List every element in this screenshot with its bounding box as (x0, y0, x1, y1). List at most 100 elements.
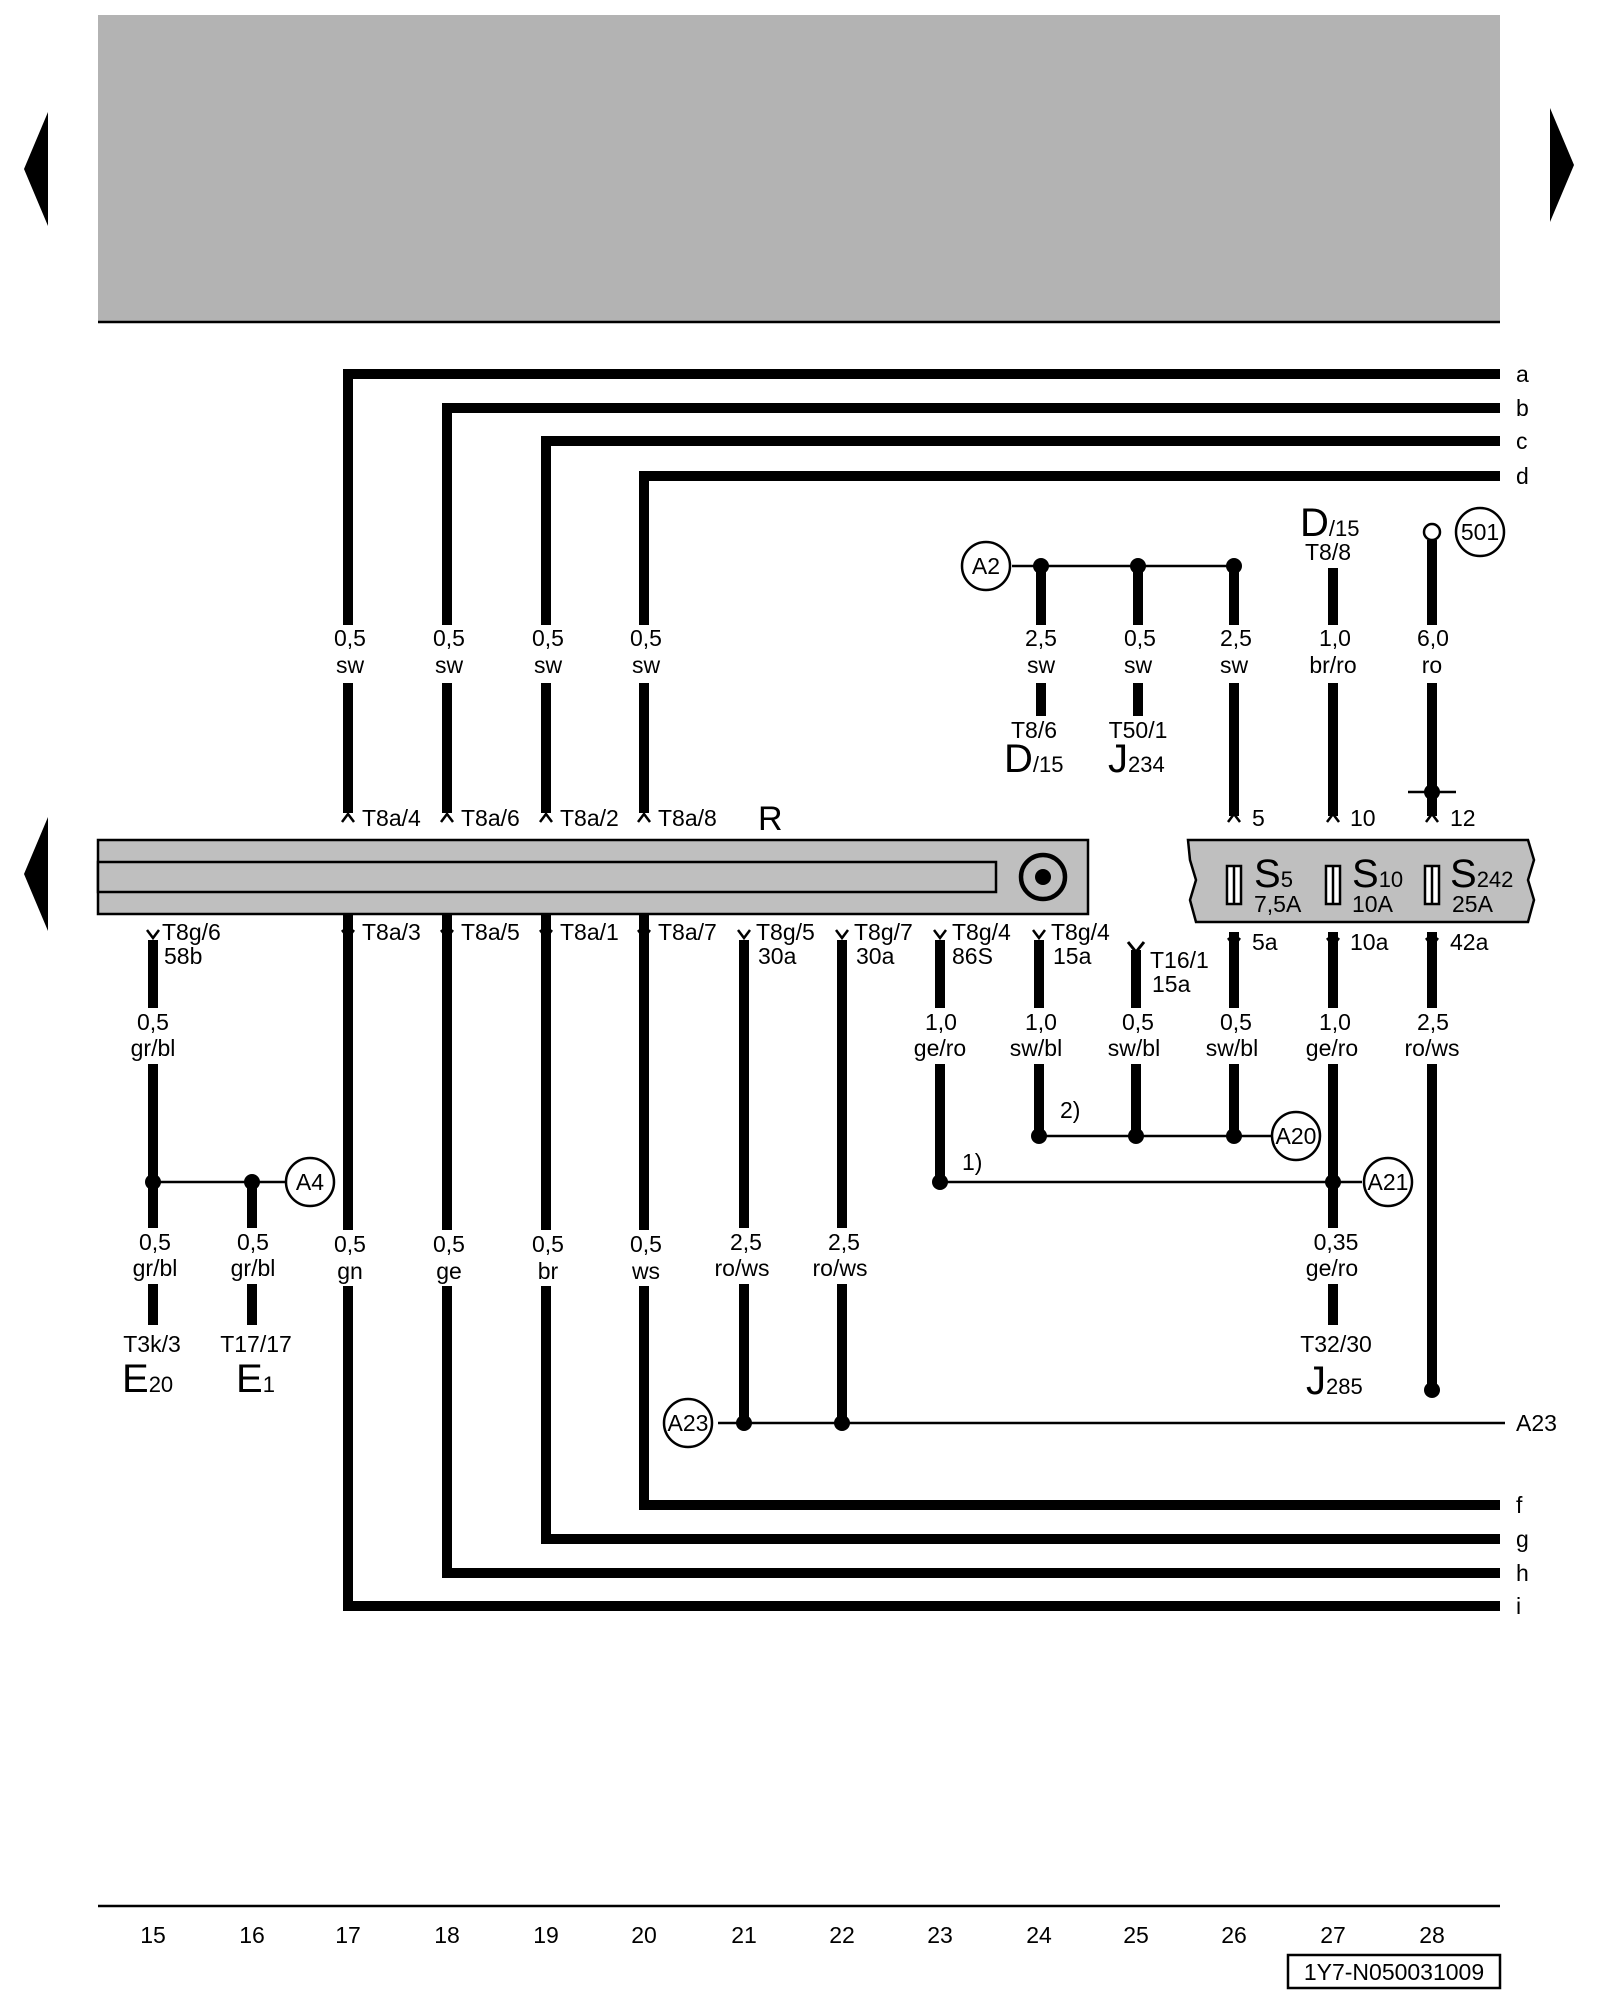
svg-text:T32/30: T32/30 (1300, 1331, 1372, 1357)
svg-text:1,0: 1,0 (925, 1009, 957, 1035)
col21-22-labels: 2,5 ro/ws 2,5 ro/ws (715, 1229, 868, 1281)
svg-text:0,5: 0,5 (433, 625, 465, 651)
line-label-h: h (1516, 1560, 1529, 1586)
label-A23-right: A23 (1516, 1410, 1557, 1436)
svg-text:0,5: 0,5 (532, 625, 564, 651)
svg-text:ge/ro: ge/ro (1306, 1035, 1358, 1061)
svg-text:A20: A20 (1276, 1123, 1317, 1149)
svg-text:5: 5 (1252, 805, 1265, 831)
svg-text:22: 22 (829, 1922, 855, 1948)
harness-bottom (343, 914, 1500, 1611)
svg-text:A4: A4 (296, 1169, 324, 1195)
component-J285: J285 (1306, 1359, 1363, 1403)
circled-connectors (284, 506, 1506, 1449)
svg-text:0,5: 0,5 (532, 1231, 564, 1257)
pin-T8g-7: T8g/7 (854, 919, 913, 945)
svg-text:ro: ro (1422, 652, 1442, 678)
fuse-S242-rating: 25A (1452, 891, 1494, 917)
svg-text:2,5: 2,5 (828, 1229, 860, 1255)
svg-text:sw: sw (632, 652, 661, 678)
svg-text:0,5: 0,5 (334, 625, 366, 651)
connector-A20 (1270, 1110, 1322, 1162)
pin-T8g-4-15a: T8g/4 (1051, 919, 1110, 945)
line-label-d: d (1516, 463, 1529, 489)
svg-text:A21: A21 (1368, 1169, 1409, 1195)
note-2: 2) (1060, 1097, 1080, 1123)
connector-A2 (960, 540, 1012, 592)
connector-501 (1454, 506, 1506, 558)
term-58b: 58b (164, 943, 202, 969)
svg-text:0,5: 0,5 (237, 1229, 269, 1255)
circled-connector-labels: A2 A4 A20 A21 A23 501 (296, 519, 1499, 1436)
svg-text:gr/bl: gr/bl (131, 1035, 176, 1061)
svg-text:16: 16 (239, 1922, 265, 1948)
svg-text:0,35: 0,35 (1314, 1229, 1359, 1255)
svg-text:42a: 42a (1450, 929, 1489, 955)
circuit-upper-right (1012, 522, 1456, 816)
svg-text:10a: 10a (1350, 929, 1389, 955)
prev-section-arrow-icon[interactable] (24, 817, 48, 931)
svg-text:T8a/6: T8a/6 (461, 805, 520, 831)
fuse-S10-rating: 10A (1352, 891, 1394, 917)
connector-A4 (284, 1156, 336, 1208)
component-D15-upper: D/15 (1300, 501, 1359, 545)
next-page-arrow-icon[interactable] (1550, 108, 1574, 222)
connector-A21 (1362, 1156, 1414, 1208)
svg-text:ro/ws: ro/ws (813, 1255, 868, 1281)
svg-text:T8a/5: T8a/5 (461, 919, 520, 945)
radio-component-R (96, 838, 1090, 916)
svg-text:T8a/1: T8a/1 (560, 919, 619, 945)
svg-text:20: 20 (631, 1922, 657, 1948)
svg-text:86S: 86S (952, 943, 993, 969)
line-label-a: a (1516, 361, 1529, 387)
svg-text:0,5: 0,5 (630, 1231, 662, 1257)
svg-text:sw: sw (534, 652, 563, 678)
svg-text:gr/bl: gr/bl (231, 1255, 276, 1281)
svg-text:sw: sw (1220, 652, 1249, 678)
prev-page-arrow-icon[interactable] (24, 112, 48, 226)
component-E20: E20 (122, 1357, 173, 1401)
svg-text:T3k/3: T3k/3 (123, 1331, 181, 1357)
svg-text:15: 15 (140, 1922, 166, 1948)
svg-text:24: 24 (1026, 1922, 1052, 1948)
connector-A23 (662, 1397, 714, 1449)
header-band (98, 15, 1500, 322)
top-pin-labels: T8a/4 T8a/6 T8a/2 T8a/8 (362, 805, 717, 831)
terminal-markers (146, 811, 1439, 949)
svg-text:0,5: 0,5 (334, 1231, 366, 1257)
circuit-col-23-27 (915, 932, 1465, 1398)
svg-text:T17/17: T17/17 (220, 1331, 292, 1357)
fuse-S5-rating: 7,5A (1254, 891, 1302, 917)
pin-T8g-4-86S: T8g/4 (952, 919, 1011, 945)
svg-text:27: 27 (1320, 1922, 1346, 1948)
svg-text:0,5: 0,5 (1122, 1009, 1154, 1035)
svg-text:6,0: 6,0 (1417, 625, 1449, 651)
svg-text:br/ro: br/ro (1309, 652, 1356, 678)
svg-text:T50/1: T50/1 (1109, 717, 1168, 743)
svg-text:2,5: 2,5 (1417, 1009, 1449, 1035)
svg-text:0,5: 0,5 (1124, 625, 1156, 651)
doc-id: 1Y7-N050031009 (1304, 1959, 1484, 1985)
svg-text:ge/ro: ge/ro (914, 1035, 966, 1061)
svg-text:17: 17 (335, 1922, 361, 1948)
svg-text:sw/bl: sw/bl (1206, 1035, 1258, 1061)
svg-text:28: 28 (1419, 1922, 1445, 1948)
svg-text:0,5: 0,5 (139, 1229, 171, 1255)
svg-text:1,0: 1,0 (1319, 625, 1351, 651)
svg-text:T8/8: T8/8 (1305, 539, 1351, 565)
svg-text:0,5: 0,5 (137, 1009, 169, 1035)
svg-text:T8a/2: T8a/2 (560, 805, 619, 831)
svg-text:0,5: 0,5 (630, 625, 662, 651)
svg-text:23: 23 (927, 1922, 953, 1948)
column-numbers: 15 16 17 18 19 20 21 22 23 24 25 26 27 2… (140, 1922, 1445, 1948)
line-label-f: f (1516, 1492, 1523, 1518)
svg-text:1,0: 1,0 (1025, 1009, 1057, 1035)
svg-text:sw: sw (1124, 652, 1153, 678)
pin-T8g-5: T8g/5 (756, 919, 815, 945)
note-1: 1) (962, 1149, 982, 1175)
svg-text:T8a/8: T8a/8 (658, 805, 717, 831)
fuse-pins: 5 10 12 5a 10a 42a (1225, 805, 1489, 955)
col15-labels: 0,5 gr/bl 0,5 gr/bl T3k/3 0,5 gr/bl T17/… (123, 1009, 292, 1357)
bottom-wire-labels: 0,5 gn 0,5 ge 0,5 br 0,5 ws (330, 1230, 662, 1286)
